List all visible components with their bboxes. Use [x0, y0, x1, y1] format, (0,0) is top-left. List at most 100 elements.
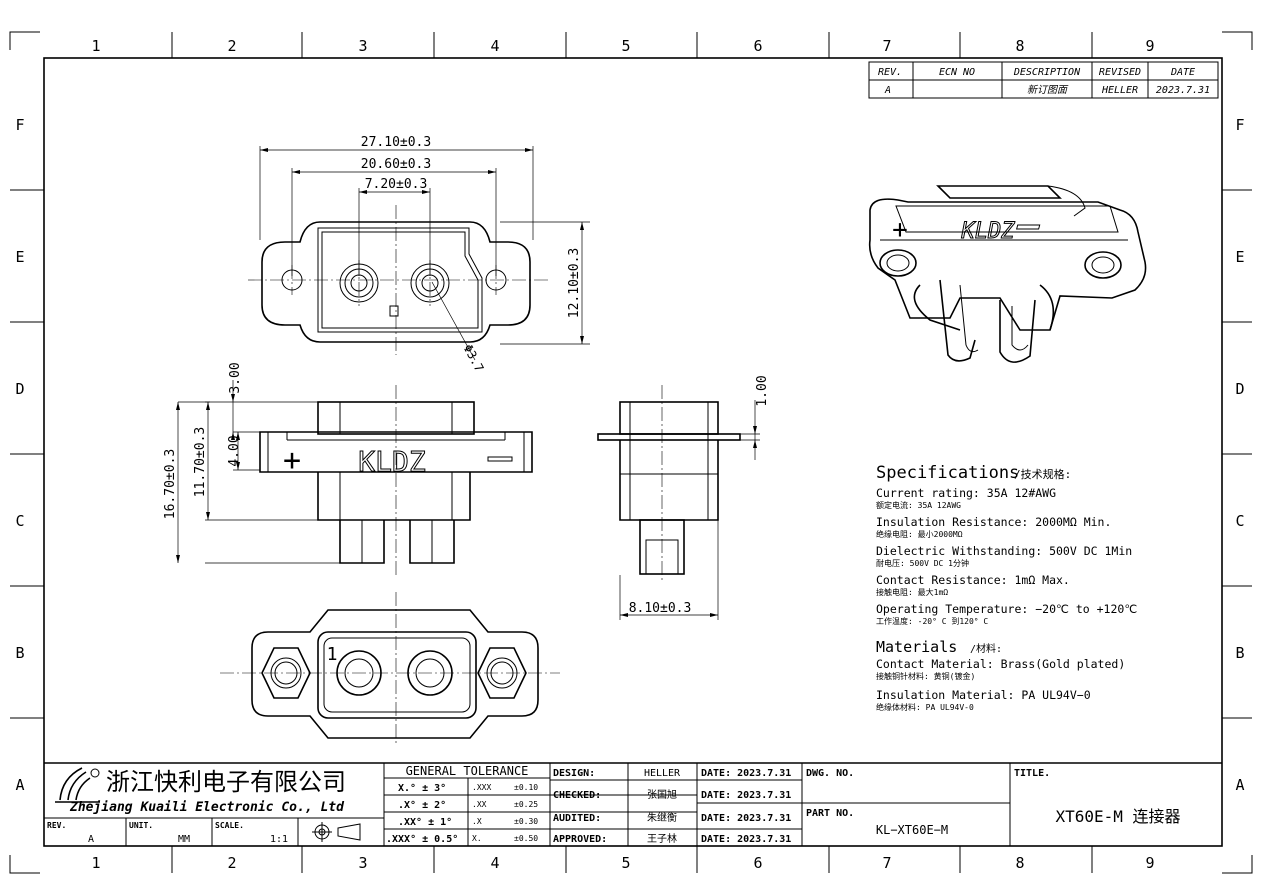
tolerance-value: ±0.10 [514, 783, 538, 792]
col-label-bottom: 3 [358, 854, 367, 872]
col-label-bottom: 9 [1145, 854, 1154, 872]
tolerance-label: .XXX° ± 0.5° [386, 834, 458, 845]
material-contact-en: Contact Material: Brass(Gold plated) [876, 657, 1125, 671]
approval-role: DESIGN: [553, 768, 595, 779]
col-label-bottom: 5 [621, 854, 630, 872]
description-value: 新订图面 [1027, 84, 1069, 96]
col-label-top: 6 [753, 37, 762, 55]
spec-insulation-en: Insulation Resistance: 2000MΩ Min. [876, 515, 1111, 529]
col-label-bottom: 1 [91, 854, 100, 872]
approval-date: DATE: 2023.7.31 [701, 790, 791, 801]
description-header: DESCRIPTION [1013, 67, 1081, 78]
spec-dielectric-en: Dielectric Withstanding: 500V DC 1Min [876, 544, 1132, 558]
unit-label: UNIT. [129, 821, 153, 830]
approval-name: 朱继衡 [647, 811, 677, 824]
company-logo-icon [55, 767, 100, 803]
col-label-top: 9 [1145, 37, 1154, 55]
bottom-view: 1 [220, 592, 560, 745]
title-block: 浙江快利电子有限公司 Zhejiang Kuaili Electronic Co… [44, 762, 1222, 846]
row-label-left: D [15, 380, 24, 398]
isometric-view: + KLDZ [868, 185, 1147, 363]
dim-side-width: 8.10±0.3 [629, 601, 692, 616]
tolerance-format: .XXX [472, 783, 491, 792]
row-label-left: B [15, 644, 24, 662]
dim-pin-diameter: Φ3.7 [461, 342, 487, 374]
col-label-top: 4 [490, 37, 499, 55]
revised-header: REVISED [1099, 67, 1141, 78]
col-label-bottom: 8 [1015, 854, 1024, 872]
row-label-right: C [1235, 512, 1244, 530]
zone-row-dividers [10, 189, 1252, 719]
approval-date: DATE: 2023.7.31 [701, 813, 791, 824]
tolerance-label: .XX° ± 1° [398, 817, 452, 828]
col-label-bottom: 4 [490, 854, 499, 872]
spec-dielectric-cn: 耐电压: 500V DC 1分钟 [876, 558, 969, 568]
dwg-no-label: DWG. NO. [806, 768, 854, 779]
dim-flange-height: 4.00 [227, 435, 242, 466]
dim-total-height: 16.70±0.3 [163, 449, 178, 519]
spec-contact-cn: 接触电阻: 最大1mΩ [876, 587, 948, 597]
top-view: 27.10±0.3 20.60±0.3 7.20±0.3 12.10±0.3 Φ… [248, 135, 590, 374]
revised-value: HELLER [1101, 85, 1138, 96]
approval-role: AUDITED: [553, 813, 601, 824]
dim-overall-width: 27.10±0.3 [361, 135, 431, 150]
tolerance-value: ±0.25 [514, 800, 538, 809]
iso-plus-mark: + [892, 215, 908, 245]
col-label-top: 1 [91, 37, 100, 55]
tolerance-value: ±0.50 [514, 834, 538, 843]
row-label-left: F [15, 116, 24, 134]
unit-value: MM [178, 834, 190, 845]
spec-contact-en: Contact Resistance: 1mΩ Max. [876, 573, 1070, 587]
spec-insulation-cn: 绝缘电阻: 最小2000MΩ [876, 529, 963, 539]
part-no-value: KL−XT60E−M [876, 823, 948, 837]
pin-one-marker: 1 [327, 644, 338, 665]
scale-label: SCALE. [215, 821, 244, 830]
spec-title-cn: /技术规格: [1014, 467, 1071, 481]
col-label-top: 8 [1015, 37, 1024, 55]
rev-header: REV. [878, 67, 902, 78]
specifications-block: Specifications /技术规格: Current rating: 35… [876, 463, 1137, 712]
spec-temperature-en: Operating Temperature: −20℃ to +120℃ [876, 602, 1137, 616]
spec-temperature-cn: 工作温度: -20° C 到120° C [876, 616, 988, 626]
dim-top-offset: 3.00 [228, 362, 243, 393]
dim-body-depth: 11.70±0.3 [193, 427, 208, 497]
col-label-bottom: 6 [753, 854, 762, 872]
material-insulation-en: Insulation Material: PA UL94V−0 [876, 688, 1091, 702]
projection-symbol-icon [312, 822, 361, 842]
rev-label: REV. [47, 821, 66, 830]
materials-title-cn: /材料: [970, 642, 1002, 655]
col-label-top: 5 [621, 37, 630, 55]
company-name-en: Zhejiang Kuaili Electronic Co., Ltd [69, 800, 345, 815]
spec-title: Specifications [876, 463, 1019, 483]
dim-body-height: 12.10±0.3 [567, 248, 582, 318]
row-label-left: E [15, 248, 24, 266]
row-label-left: C [15, 512, 24, 530]
col-label-top: 3 [358, 37, 367, 55]
rev-value: A [88, 834, 94, 845]
front-view: 3.00 4.00 11.70±0.3 16.70±0.3 + KLDZ [163, 362, 533, 575]
title-label: TITLE. [1014, 768, 1050, 779]
row-label-right: A [1235, 776, 1244, 794]
drawing-title: XT60E-M 连接器 [1055, 807, 1180, 826]
spec-current-cn: 额定电流: 35A 12AWG [876, 500, 961, 510]
row-label-right: D [1235, 380, 1244, 398]
approval-name: HELLER [644, 768, 681, 779]
drawing-frame [43, 57, 1223, 847]
tolerance-format: X. [472, 834, 482, 843]
tolerance-format: .XX [472, 800, 487, 809]
approval-role: CHECKED: [553, 790, 601, 801]
part-no-label: PART NO. [806, 808, 854, 819]
sheet-corner-marks [9, 31, 1253, 874]
dim-pin-spacing: 7.20±0.3 [365, 177, 428, 192]
ecn-header: ECN NO [939, 67, 975, 78]
approval-date: DATE: 2023.7.31 [701, 768, 791, 779]
row-label-right: F [1235, 116, 1244, 134]
zone-row-labels: F E D C B A F E D C B A [15, 116, 1244, 794]
iso-brand-text: KLDZ [961, 219, 1016, 244]
tolerance-value: ±0.30 [514, 817, 538, 826]
tolerance-title: GENERAL TOLERANCE [406, 764, 529, 778]
front-plus-mark: + [283, 443, 301, 478]
col-label-bottom: 2 [227, 854, 236, 872]
material-insulation-cn: 绝缘体材料: PA UL94V-0 [876, 702, 974, 712]
